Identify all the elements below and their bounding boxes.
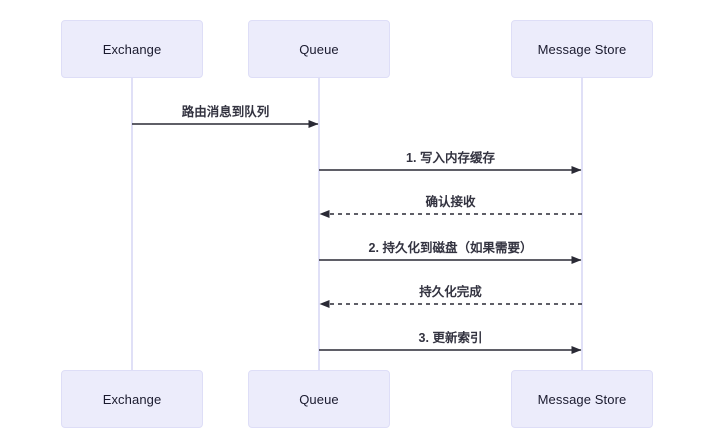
message-label-2: 1. 写入内存缓存 [406, 151, 495, 165]
lifelines-group [131, 78, 583, 370]
participant-label-store-bottom: Message Store [537, 391, 627, 407]
participant-label-queue-bottom: Queue [299, 391, 339, 407]
participant-box-queue-bottom[interactable]: Queue [248, 370, 390, 428]
participant-label-exchange-top: Exchange [102, 41, 162, 57]
participant-label-exchange-bottom: Exchange [102, 391, 162, 407]
participant-label-queue-top: Queue [299, 41, 339, 57]
message-label-3: 确认接收 [425, 195, 476, 209]
participant-box-exchange-bottom[interactable]: Exchange [61, 370, 203, 428]
message-label-1: 路由消息到队列 [181, 105, 270, 119]
participant-label-store-top: Message Store [537, 41, 627, 57]
participant-box-store-top[interactable]: Message Store [511, 20, 653, 78]
message-label-6: 3. 更新索引 [418, 331, 483, 345]
message-label-4: 2. 持久化到磁盘（如果需要） [368, 241, 533, 255]
message-arrows-group [132, 120, 582, 354]
message-label-5: 持久化完成 [419, 285, 482, 299]
participant-box-exchange-top[interactable]: Exchange [61, 20, 203, 78]
participant-box-queue-top[interactable]: Queue [248, 20, 390, 78]
participant-box-store-bottom[interactable]: Message Store [511, 370, 653, 428]
